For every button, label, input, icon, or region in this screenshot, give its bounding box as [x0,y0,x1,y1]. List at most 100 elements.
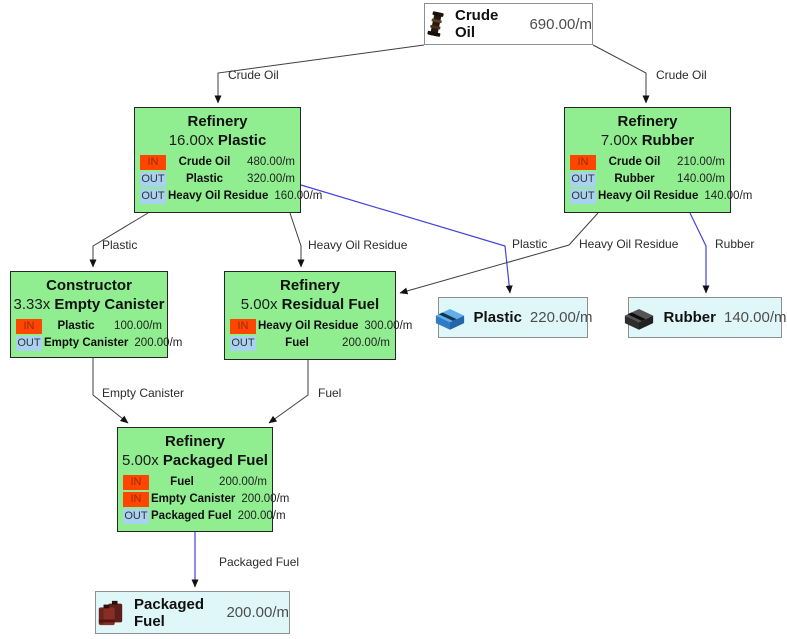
edge-label-empty-canister: Empty Canister [102,386,185,400]
node-refinery-rubber[interactable]: Refinery 7.00x Rubber IN Crude Oil 210.0… [564,107,752,213]
in-badge: IN [230,319,256,334]
out-badge: OUT [230,336,256,351]
multiplier: 16.00x [168,132,214,149]
edge-crude-to-rubber [592,44,650,104]
io-row: IN Crude Oil 480.00/m [135,155,300,170]
io-row: OUT Rubber 140.00/m [565,172,730,187]
recipe-name: Plastic [217,132,267,149]
recipe-name: Rubber [641,132,695,149]
output-rate: 140.00/m [723,309,787,326]
io-rate: 200.00/m [342,337,390,349]
node-output-rubber[interactable]: Rubber 140.00/m [625,297,787,338]
recipe-name: Residual Fuel [281,296,380,313]
rubber-icon [623,304,655,331]
io-rate: 320.00/m [247,173,295,185]
source-name: Crude Oil [455,7,499,41]
recipe-line: 16.00x Plastic [169,131,267,150]
edge-constructor-to-packaged [92,358,129,424]
machine-name: Constructor [46,277,132,294]
crude-oil-icon [425,9,447,39]
io-rate: 200.00/m [237,510,286,522]
node-crude-oil-source[interactable]: Crude Oil 690.00/m [424,3,593,45]
io-name: Heavy Oil Residue [168,190,269,202]
io-name: Crude Oil [178,156,231,168]
recipe-name: Empty Canister [54,296,165,313]
node-refinery-packaged-fuel[interactable]: Refinery 5.00x Packaged Fuel IN Fuel 200… [117,427,289,532]
io-rate: 200.00/m [219,476,267,488]
io-row: OUT Empty Canister 200.00/m [11,336,182,351]
out-badge: OUT [16,336,42,351]
io-row: OUT Heavy Oil Residue 140.00/m [565,189,752,204]
recipe-line: 5.00x Residual Fuel [241,295,379,314]
plastic-icon [434,304,466,331]
io-name: Packaged Fuel [151,510,232,522]
node-output-plastic[interactable]: Plastic 220.00/m [435,297,592,338]
io-name: Plastic [185,173,224,185]
io-row: IN Fuel 200.00/m [118,475,272,490]
recipe-name: Packaged Fuel [162,452,268,469]
edge-plastic-to-residual [289,212,305,268]
source-rate: 690.00/m [529,15,592,33]
io-rate: 140.00/m [677,173,725,185]
io-name: Heavy Oil Residue [598,190,699,202]
multiplier: 7.00x [600,132,638,149]
output-rate: 200.00/m [226,604,289,621]
edge-plastic-to-output [300,184,513,294]
machine-name: Refinery [279,277,341,294]
machine-name: Refinery [164,433,226,450]
output-name: Rubber [663,309,716,326]
edge-label-crude-left: Crude Oil [228,68,279,82]
in-badge: IN [16,319,42,334]
io-name: Fuel [285,337,309,349]
io-rate: 300.00/m [364,320,413,332]
output-name: Plastic [473,309,522,326]
io-row: OUT Fuel 200.00/m [225,336,395,351]
out-badge: OUT [140,172,166,187]
out-badge: OUT [140,189,166,204]
io-rate: 200.00/m [134,337,183,349]
io-rate: 210.00/m [677,156,725,168]
io-row: OUT Packaged Fuel 200.00/m [118,509,286,524]
io-rate: 140.00/m [704,190,753,202]
io-rate: 200.00/m [241,493,290,505]
node-output-packaged-fuel[interactable]: Packaged Fuel 200.00/m [95,591,290,634]
io-rate: 480.00/m [247,156,295,168]
node-constructor-empty-canister[interactable]: Constructor 3.33x Empty Canister IN Plas… [10,271,182,358]
edge-label-plastic-left: Plastic [102,238,138,252]
multiplier: 5.00x [240,296,278,313]
output-name: Packaged Fuel [134,595,205,630]
machine-name: Refinery [617,113,678,130]
io-row: OUT Heavy Oil Residue 160.00/m [135,189,322,204]
io-name: Rubber [614,173,655,185]
edge-label-plastic-out: Plastic [512,237,548,251]
io-name: Empty Canister [151,493,236,505]
machine-name: Refinery [187,113,248,130]
io-row: IN Crude Oil 210.00/m [565,155,730,170]
output-rate: 220.00/m [529,309,593,326]
in-badge: IN [123,475,149,490]
node-refinery-residual-fuel[interactable]: Refinery 5.00x Residual Fuel IN Heavy Oi… [224,271,412,360]
edge-label-fuel: Fuel [318,386,342,400]
edge-label-rubber-out: Rubber [715,237,755,251]
io-row: IN Plastic 100.00/m [11,319,167,334]
io-rate: 100.00/m [114,320,162,332]
io-name: Empty Canister [44,337,129,349]
out-badge: OUT [570,172,596,187]
node-refinery-plastic[interactable]: Refinery 16.00x Plastic IN Crude Oil 480… [134,107,322,213]
edge-label-hor-left: Heavy Oil Residue [308,238,408,252]
io-name: Crude Oil [608,156,661,168]
in-badge: IN [123,492,149,507]
edge-rubber-to-output [689,212,710,294]
io-rate: 160.00/m [274,190,323,202]
io-name: Heavy Oil Residue [258,320,359,332]
edge-label-packaged-fuel: Packaged Fuel [219,555,300,569]
out-badge: OUT [123,509,149,524]
edge-label-crude-right: Crude Oil [656,68,707,82]
io-name: Fuel [170,476,194,488]
out-badge: OUT [570,189,596,204]
io-row: OUT Plastic 320.00/m [135,172,300,187]
io-name: Plastic [57,320,95,332]
in-badge: IN [570,155,596,170]
